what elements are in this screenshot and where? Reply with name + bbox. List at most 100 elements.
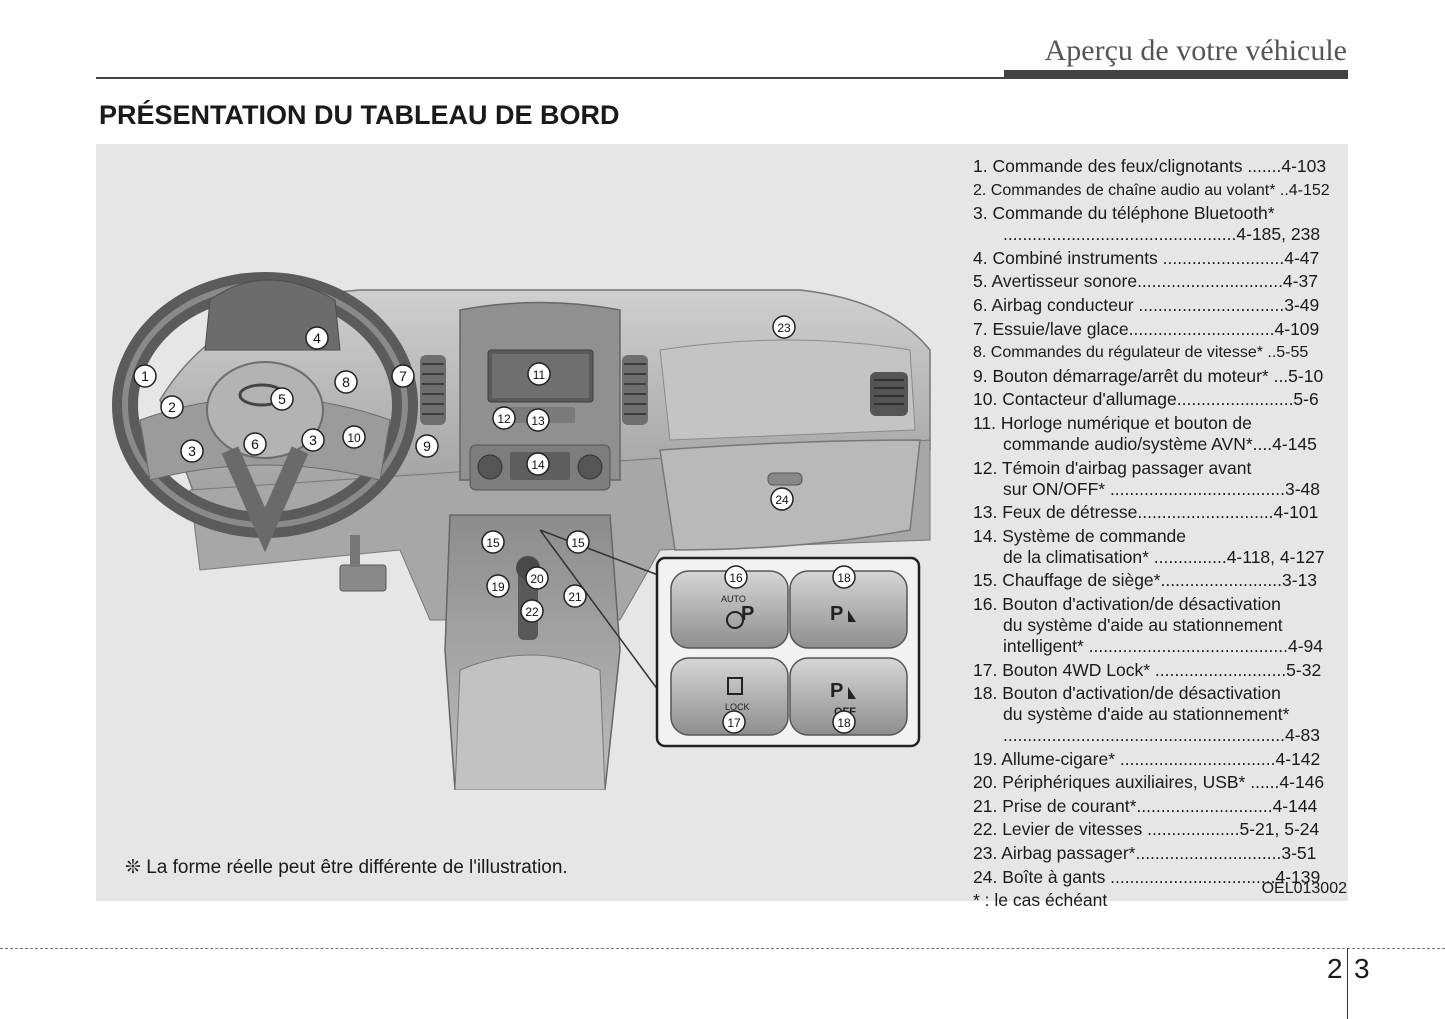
index-item: 1. Commande des feux/clignotants .......… xyxy=(973,156,1338,177)
callout-circle xyxy=(415,434,439,458)
index-item-line1: 23. Airbag passager*....................… xyxy=(973,843,1317,864)
callout-number: 13 xyxy=(531,414,545,428)
page-number: 3 xyxy=(1354,953,1370,984)
index-item-line1: 12. Témoin d'airbag passager avant xyxy=(973,457,1252,478)
callout-circle xyxy=(492,406,516,430)
callout-circle xyxy=(527,362,551,386)
callout-circle xyxy=(481,530,505,554)
callout-number: 1 xyxy=(141,368,149,384)
header-rule-thick xyxy=(1004,70,1348,79)
callout-circle xyxy=(722,710,746,734)
index-item: 20. Périphériques auxiliaires, USB* ....… xyxy=(973,772,1338,793)
callout-number: 22 xyxy=(525,605,539,619)
center-vent-right xyxy=(622,355,648,425)
index-item-line1: 19. Allume-cigare* .....................… xyxy=(973,748,1321,769)
header-rule xyxy=(96,77,1006,79)
page-number-chapter: 2 xyxy=(1327,953,1343,984)
index-item: 6. Airbag conducteur ...................… xyxy=(973,295,1338,316)
callout-circle xyxy=(563,584,587,608)
section-title: PRÉSENTATION DU TABLEAU DE BORD xyxy=(99,100,620,130)
callout-circle xyxy=(724,565,748,589)
callout-circle xyxy=(391,364,415,388)
index-item-line2: du système d'aide au stationnement xyxy=(1003,614,1283,635)
index-item: 2. Commandes de chaîne audio au volant* … xyxy=(973,180,1338,201)
index-item-line2: ........................................… xyxy=(1003,224,1321,245)
index-item-line1: 6. Airbag conducteur ...................… xyxy=(973,294,1320,315)
index-item: 22. Levier de vitesses .................… xyxy=(973,819,1338,840)
callout-circle xyxy=(566,530,590,554)
inset-lock-label: LOCK xyxy=(725,702,750,712)
brake-pedal xyxy=(339,564,387,592)
callout-number: 10 xyxy=(347,431,361,445)
callout-circle xyxy=(334,370,358,394)
index-item-line1: 15. Chauffage de siège*.................… xyxy=(973,570,1318,591)
callout-circle xyxy=(270,387,294,411)
svg-text:P: P xyxy=(741,603,754,625)
index-item: 21. Prise de courant*...................… xyxy=(973,796,1338,817)
instrument-cluster xyxy=(204,279,341,351)
callout-number: 5 xyxy=(278,391,286,407)
inset-auto-label: AUTO xyxy=(721,594,746,604)
index-footnote: * : le cas échéant xyxy=(973,890,1108,911)
callout-circle xyxy=(342,425,366,449)
callout-number: 19 xyxy=(491,580,505,594)
index-item-line2: commande audio/système AVN*....4-145 xyxy=(1003,433,1317,454)
side-vent-right xyxy=(870,372,908,416)
index-item-line1: 18. Bouton d'activation/de désactivation xyxy=(973,683,1281,704)
callout-number: 4 xyxy=(313,330,321,346)
callout-circle xyxy=(526,452,550,476)
callout-number: 6 xyxy=(251,436,259,452)
callout-number: 8 xyxy=(342,374,350,390)
steering-wheel-hub xyxy=(206,361,324,459)
index-item: 4. Combiné instruments .................… xyxy=(973,248,1338,269)
index-item: 17. Bouton 4WD Lock* ...................… xyxy=(973,660,1338,681)
dashboard-illustration: AUTO P P LOCK P OFF 12345637810911121314… xyxy=(112,272,931,790)
callout-circle xyxy=(180,439,204,463)
index-item-line1: 4. Combiné instruments .................… xyxy=(973,247,1320,268)
index-item-line1: 20. Périphériques auxiliaires, USB* ....… xyxy=(973,772,1325,793)
callout-circle xyxy=(243,432,267,456)
index-item-line1: 24. Boîte à gants ......................… xyxy=(973,866,1321,887)
center-vent-left xyxy=(420,355,446,425)
index-item-line1: 14. Système de commande xyxy=(973,525,1187,546)
callout-number: 15 xyxy=(571,536,585,550)
index-item-line1: 8. Commandes du régulateur de vitesse* .… xyxy=(973,344,1309,362)
callout-number: 7 xyxy=(399,368,407,384)
callout-circle xyxy=(486,574,510,598)
callout-number: 24 xyxy=(775,493,789,507)
svg-text:P: P xyxy=(830,603,843,625)
index-item-line1: 10. Contacteur d'allumage...............… xyxy=(973,389,1319,410)
callout-number: 2 xyxy=(168,399,176,415)
callout-number: 14 xyxy=(531,458,545,472)
figure-code: OEL013002 xyxy=(1261,880,1347,897)
index-item-line1: 7. Essuie/lave glace....................… xyxy=(973,318,1320,339)
callout-number: 20 xyxy=(530,572,544,586)
index-item: 16. Bouton d'activation/de désactivation… xyxy=(973,594,1338,657)
index-item-line1: 22. Levier de vitesses .................… xyxy=(973,819,1320,840)
index-item-line1: 16. Bouton d'activation/de désactivation xyxy=(973,593,1281,614)
index-item: 18. Bouton d'activation/de désactivation… xyxy=(973,683,1338,746)
index-item-line1: 11. Horloge numérique et bouton de xyxy=(973,412,1252,433)
figure-note: ❊ La forme réelle peut être différente d… xyxy=(125,857,568,878)
index-item-line1: 17. Bouton 4WD Lock* ...................… xyxy=(973,659,1322,680)
callout-circle xyxy=(133,364,157,388)
callout-number: 18 xyxy=(837,571,851,585)
index-item: 3. Commande du téléphone Bluetooth*.....… xyxy=(973,203,1338,245)
index-item-line1: 5. Avertisseur sonore...................… xyxy=(973,271,1318,292)
index-item: 5. Avertisseur sonore...................… xyxy=(973,271,1338,292)
page-number-divider xyxy=(1347,948,1348,1019)
index-item-line2: du système d'aide au stationnement* xyxy=(1003,704,1290,725)
index-item: 8. Commandes du régulateur de vitesse* .… xyxy=(973,342,1338,363)
callout-number: 17 xyxy=(727,716,741,730)
component-index-list: 1. Commande des feux/clignotants .......… xyxy=(973,156,1338,914)
index-item-line1: 21. Prise de courant*...................… xyxy=(973,795,1318,816)
svg-text:P: P xyxy=(830,680,843,702)
callout-circle xyxy=(160,395,184,419)
index-item: 13. Feux de détresse....................… xyxy=(973,502,1338,523)
index-item: 10. Contacteur d'allumage...............… xyxy=(973,389,1338,410)
callout-circle xyxy=(305,326,329,350)
callout-number: 21 xyxy=(568,590,582,604)
